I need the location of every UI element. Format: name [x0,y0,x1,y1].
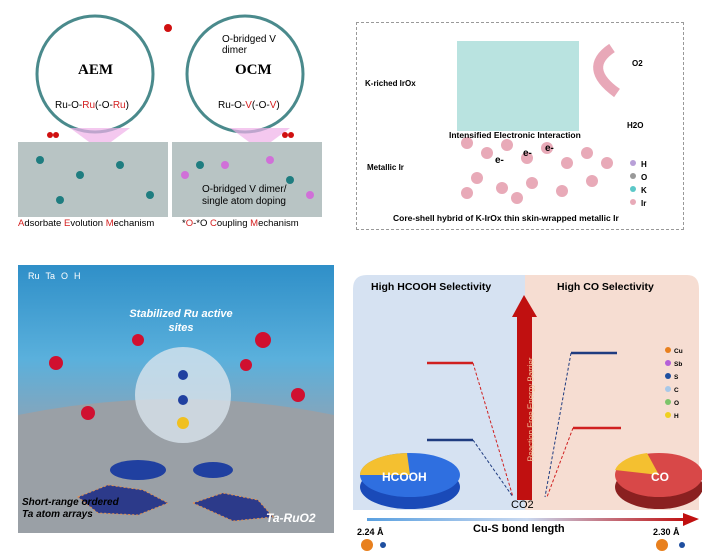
t: Ru-O- [55,100,83,111]
legend-item: H [665,410,683,423]
legend-dot [665,347,671,353]
h2o-label: H2O [627,121,644,130]
t: M [250,218,259,229]
t: -*O [193,218,210,229]
legend-h: H [74,271,81,281]
ta-ruo2-label: Ta-RuO2 [266,511,316,525]
t: echanism [113,218,155,229]
o-bridged-label: O-bridged V dimer [222,34,276,56]
t: ) [276,100,280,111]
t: single atom doping [202,196,286,207]
electron-label: e- [545,143,554,154]
t: Ta atom arrays [22,509,93,520]
legend-ir: Ir [641,199,647,208]
t: (-O- [251,100,270,111]
t: M [105,218,114,229]
co-pie-label: CO [651,470,669,484]
aem-ocm-panel: AEM OCM O-bridged V dimer Ru-O-Ru(-O-Ru)… [0,0,345,238]
co2-label: CO2 [511,499,534,511]
t: Ru [112,100,126,111]
legend-ta: Ta [45,271,56,281]
left-bond-length: 2.24 Å [357,527,384,537]
legend-dot [665,360,671,366]
legend-o: O [61,271,69,281]
legend-dot [665,412,671,418]
irox-panel: K-riched IrOx Metallic Ir Intensified El… [356,22,684,230]
legend-ru: Ru [28,271,40,281]
metallic-label: Metallic Ir [367,163,404,172]
aem-caption: Adsorbate Evolution Mechanism [18,218,154,229]
legend-item: O [665,397,683,410]
ocm-caption: *O-*O Coupling Mechanism [182,218,299,229]
irox-caption: Core-shell hybrid of K-IrOx thin skin-wr… [393,213,619,223]
legend-dot [665,373,671,379]
legend-item: Sb [665,358,683,371]
t: E [63,218,71,229]
axis-label: Cu-S bond length [473,523,565,535]
hcooh-selectivity-title: High HCOOH Selectivity [371,281,492,293]
t: ) [125,100,129,111]
electron-label: e- [495,155,504,166]
legend-item: S [665,371,683,384]
t: Ru [82,100,96,111]
legend-label: C [674,387,679,394]
doping-label: O-bridged V dimer/single atom doping [202,184,286,208]
k-riched-label: K-riched IrOx [365,79,416,88]
electron-label: e- [523,148,532,159]
legend-item: C [665,384,683,397]
energy-barrier-label: Reaction Free Energy Barrier [526,357,536,462]
energy-diagram [353,275,702,551]
t: volution [70,218,106,229]
aem-label: AEM [78,62,113,78]
v-path-label: Ru-O-V(-O-V) [218,100,280,111]
legend-label: S [674,374,679,381]
t: O-bridged V dimer/ [202,184,287,195]
t: (-O- [95,100,113,111]
ocm-label: OCM [235,62,272,78]
legend-k: K [641,186,647,195]
t: echanism [258,218,299,229]
t: V [269,100,277,111]
t: Short-range ordered [22,497,119,508]
legend-o: O [641,173,648,182]
t: V [245,100,252,111]
stabilized-sites-label: Stabilized Ru active sites [129,308,233,334]
mechanism-cycles [18,14,322,217]
t: A [18,218,25,229]
t: dsorbate [24,218,64,229]
t: oupling [216,218,251,229]
legend-label: Sb [674,361,683,368]
legend-label: H [674,413,679,420]
o2-label: O2 [632,59,643,68]
legend-item: Cu [665,345,683,358]
legend-dot [665,399,671,405]
right-bond-length: 2.30 Å [653,527,680,537]
t: Ru-O- [218,100,246,111]
co-selectivity-title: High CO Selectivity [557,281,654,293]
core-shell-structure [457,41,636,205]
ta-ruo2-surface [18,332,334,533]
hcooh-pie-label: HCOOH [382,470,427,484]
cu-s-panel: High HCOOH Selectivity High CO Selectivi… [347,265,702,558]
ru-path-label: Ru-O-Ru(-O-Ru) [55,100,129,111]
t: C [209,218,217,229]
legend-h: H [641,160,647,169]
legend-label: Cu [674,348,683,355]
t: O [185,218,194,229]
interaction-label: Intensified Electronic Interaction [449,130,581,140]
legend-label: O [674,400,680,407]
legend-dot [665,386,671,392]
t: * [182,218,186,229]
